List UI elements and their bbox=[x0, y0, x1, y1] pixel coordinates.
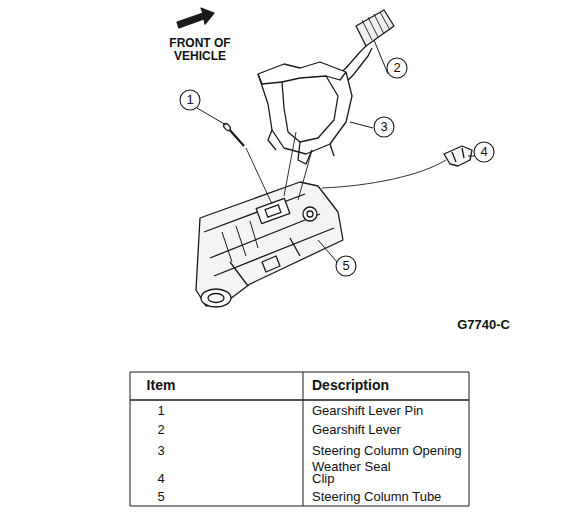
callout-number: 2 bbox=[386, 57, 408, 79]
assembly-lines bbox=[246, 132, 446, 204]
table-lines bbox=[130, 372, 469, 506]
table-cell: Steering Column Tube bbox=[312, 489, 467, 505]
callout-circle: 4 bbox=[473, 141, 495, 163]
table-cell: 4 bbox=[131, 471, 191, 487]
callout-circle: 3 bbox=[373, 116, 395, 138]
table-cell: Gearshift Lever bbox=[312, 422, 467, 438]
table-cell: Gearshift Lever Pin bbox=[312, 403, 467, 419]
callout-number: 5 bbox=[335, 255, 357, 277]
front-arrow bbox=[177, 8, 214, 28]
gearshift-lever-pin bbox=[222, 122, 244, 146]
callout-number: 4 bbox=[473, 141, 495, 163]
callout-number: 3 bbox=[373, 116, 395, 138]
figure-number: G7740-C bbox=[420, 317, 510, 333]
table-cell: Steering Column Opening Weather Seal bbox=[312, 443, 462, 475]
table-cell: 2 bbox=[131, 422, 191, 438]
table-cell: 1 bbox=[131, 403, 191, 419]
direction-label: FRONT OF VEHICLE bbox=[160, 37, 240, 63]
steering-column-tube bbox=[196, 182, 343, 307]
table-header: Description bbox=[312, 377, 462, 393]
leader-lines bbox=[197, 40, 475, 262]
weather-seal bbox=[258, 62, 352, 164]
callout-number: 1 bbox=[179, 89, 201, 111]
table-cell: Clip bbox=[312, 471, 467, 487]
table-header: Item bbox=[131, 377, 191, 393]
callout-circle: 2 bbox=[386, 57, 408, 79]
clip bbox=[444, 146, 472, 166]
callout-circle: 5 bbox=[335, 255, 357, 277]
table-cell: 5 bbox=[131, 489, 191, 505]
callout-circle: 1 bbox=[179, 89, 201, 111]
table-cell: 3 bbox=[131, 443, 191, 459]
